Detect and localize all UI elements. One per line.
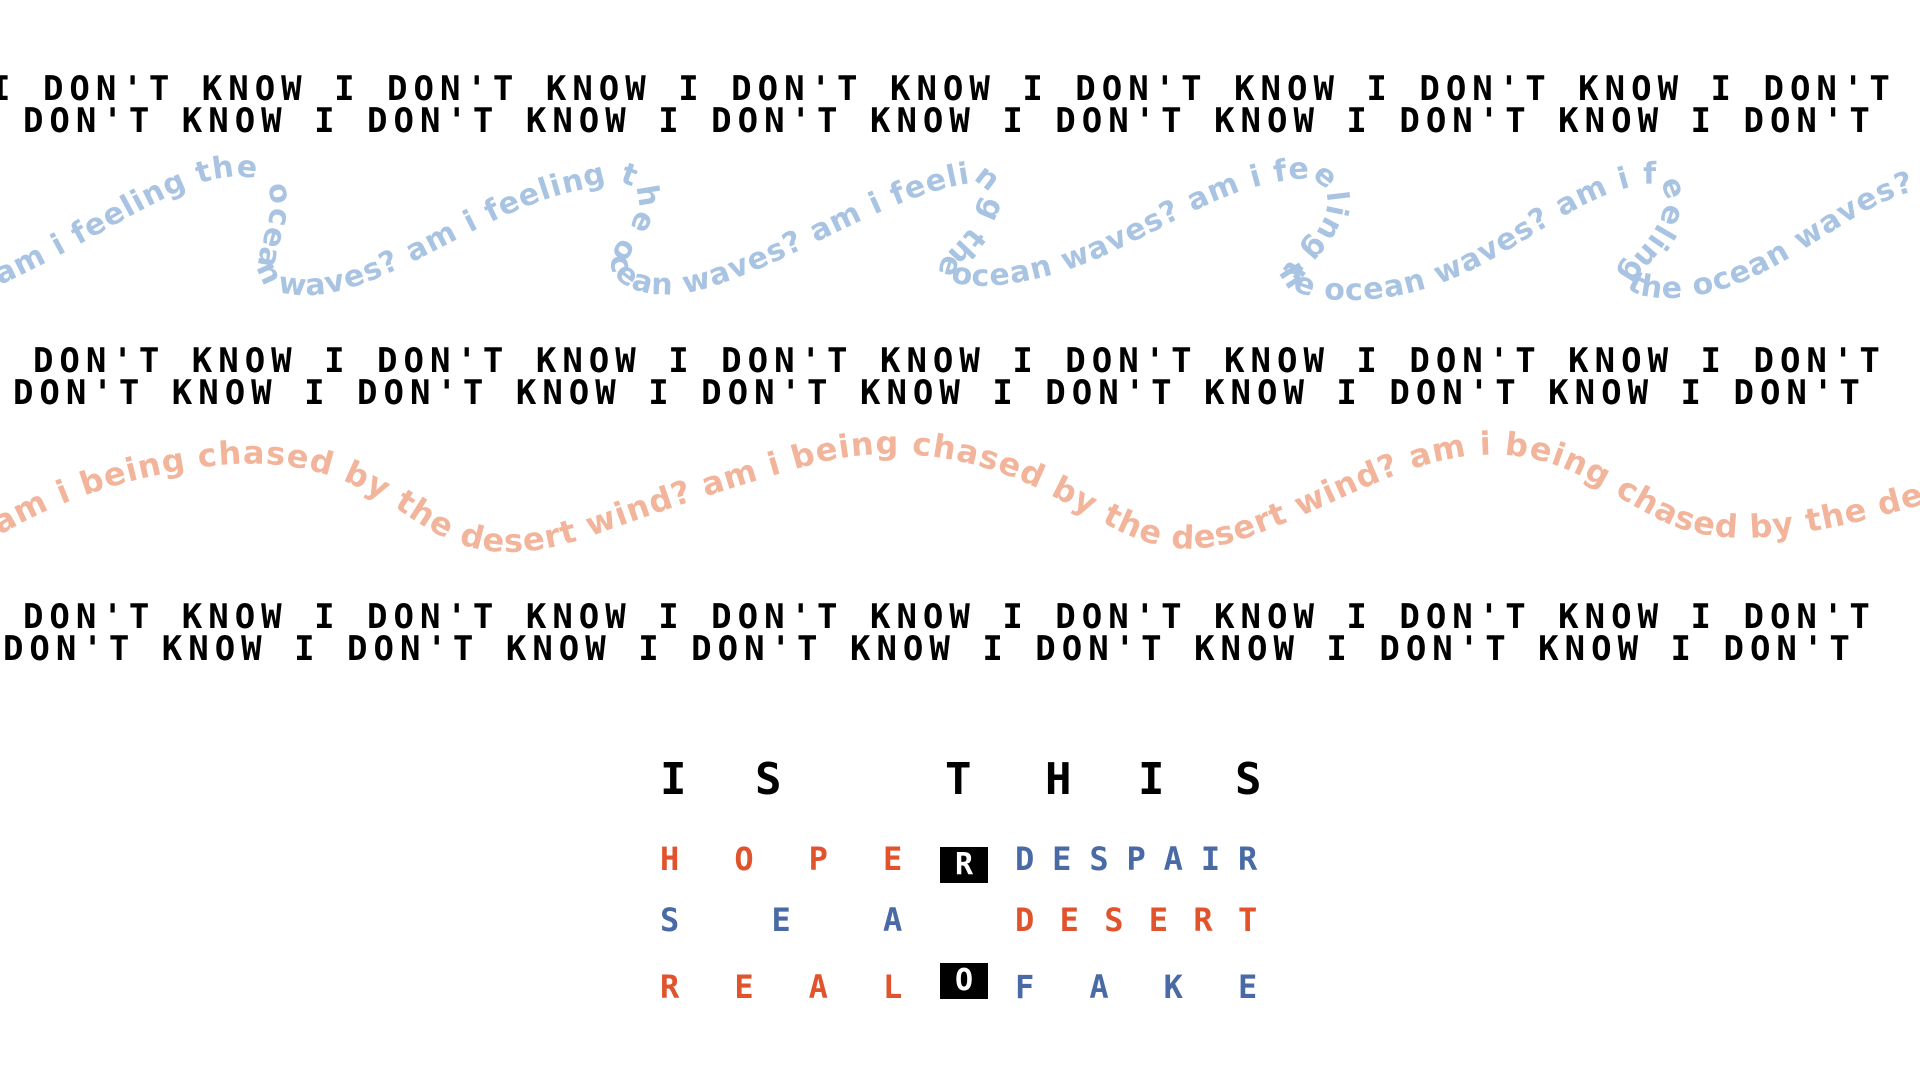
choice-letter: A xyxy=(1089,968,1109,1006)
choice-letter: L xyxy=(883,968,903,1006)
choice-letter: R xyxy=(1193,901,1213,939)
ticker-line-1: I DON'T KNOW I DON'T KNOW I DON'T KNOW I… xyxy=(0,72,1910,106)
choice-letter: P xyxy=(808,840,828,878)
choice-letter: A xyxy=(883,901,903,939)
ticker-line-5: I DON'T KNOW I DON'T KNOW I DON'T KNOW I… xyxy=(0,600,1890,634)
choice-letter: E xyxy=(883,840,903,878)
choice-letter: R xyxy=(660,968,680,1006)
ticker-line-3: I DON'T KNOW I DON'T KNOW I DON'T KNOW I… xyxy=(0,344,1900,378)
headline-letter: I xyxy=(1138,754,1165,805)
choice-letter: S xyxy=(1104,901,1124,939)
choice-letter: E xyxy=(734,968,754,1006)
choice-letter: E xyxy=(1238,968,1258,1006)
choice-letter: O xyxy=(734,840,754,878)
choice-letter: S xyxy=(1089,840,1109,878)
or-mark-top: R xyxy=(940,847,988,883)
choice-letter: P xyxy=(1126,840,1146,878)
choice-letter: I xyxy=(1200,840,1221,878)
ticker-line-4: I DON'T KNOW I DON'T KNOW I DON'T KNOW I… xyxy=(0,376,1880,410)
wave-ocean: am i feeling the ocean waves? am i feeli… xyxy=(0,150,1920,320)
headline-letter: I xyxy=(660,754,687,805)
choice-letter: T xyxy=(1238,901,1258,939)
headline-letter: H xyxy=(1045,754,1072,805)
choice-letter: E xyxy=(1148,901,1169,939)
choice-letter: S xyxy=(660,901,680,939)
choice-letter: E xyxy=(1059,901,1079,939)
choice-letter: F xyxy=(1015,968,1035,1006)
or-mark-bottom: O xyxy=(940,963,988,999)
ticker-line-2: I DON'T KNOW I DON'T KNOW I DON'T KNOW I… xyxy=(0,104,1890,138)
choice-letter: E xyxy=(771,901,791,939)
choice-letter: A xyxy=(808,968,828,1006)
ticker-line-6: I DON'T KNOW I DON'T KNOW I DON'T KNOW I… xyxy=(0,632,1870,666)
choice-letter: D xyxy=(1015,901,1035,939)
wave-desert: am i being chased by the desert wind? am… xyxy=(0,420,1920,590)
choice-letter: K xyxy=(1163,968,1183,1006)
choice-letter: E xyxy=(1052,840,1072,878)
headline-letter: T xyxy=(945,754,972,805)
choice-letter: R xyxy=(1238,840,1258,878)
choice-letter: H xyxy=(660,840,680,878)
headline-letter: S xyxy=(1235,754,1262,805)
choice-letter: A xyxy=(1163,840,1183,878)
wave-desert-text: am i being chased by the desert wind? am… xyxy=(0,420,1920,560)
wave-ocean-text: am i feeling the ocean waves? am i feeli… xyxy=(0,150,1918,308)
choice-letter: D xyxy=(1015,840,1035,878)
headline-letter: S xyxy=(755,754,782,805)
